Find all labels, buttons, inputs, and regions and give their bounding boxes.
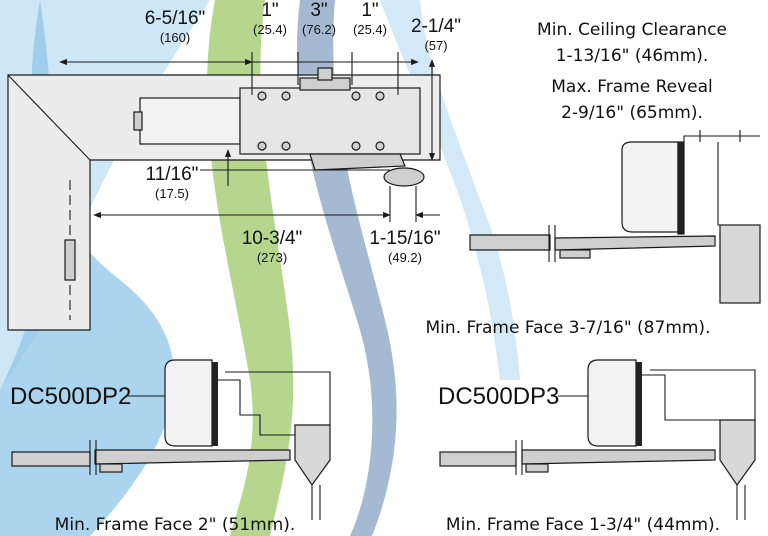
dim-1-15-16: 1-15/16" [369, 228, 440, 249]
dim-2-1-4: 2-1/4" [411, 16, 461, 37]
dim-10-3-4-mm: (273) [257, 250, 287, 265]
frame-reveal-value: 2-9/16" (65mm). [561, 103, 703, 123]
dim-6-5-16-mm: (160) [160, 30, 190, 45]
dim-3: 3" [310, 0, 327, 21]
frame-reveal-label: Max. Frame Reveal [551, 77, 713, 97]
dp3-section-view: DC500DP3 Min. Frame Face 1-3/4" (44mm). [438, 359, 756, 535]
dp3-closer-cover [587, 359, 637, 447]
dim-11-16-mm: (17.5) [155, 186, 189, 201]
dim-11-16: 11/16" [146, 164, 199, 185]
frame-face-dp2-label: Min. Frame Face 2" (51mm). [55, 515, 296, 535]
dp2-closer-cover [164, 359, 213, 447]
top-section-view: 6-5/16" (160) 1" (25.4) 3" (76.2) 1" (25… [7, 0, 461, 331]
dim-1-left: 1" [261, 0, 278, 21]
closer-cylinder [139, 97, 241, 145]
closer-cover [621, 141, 679, 233]
dim-3-mm: (76.2) [302, 22, 336, 37]
dim-6-5-16: 6-5/16" [145, 8, 206, 29]
right-section-view: Min. Ceiling Clearance 1-13/16" (46mm). … [426, 20, 761, 338]
dim-1-left-mm: (25.4) [253, 22, 287, 37]
dim-1-right-mm: (25.4) [353, 22, 387, 37]
dim-10-3-4: 10-3/4" [242, 228, 303, 249]
dp2-model-label: DC500DP2 [10, 383, 131, 410]
dp2-section-view: DC500DP2 Min. Frame Face 2" (51mm). [10, 359, 331, 535]
frame-face-dp3-label: Min. Frame Face 1-3/4" (44mm). [446, 515, 720, 535]
arm-pivot [383, 167, 425, 187]
closer-body [239, 87, 421, 155]
dim-1-right: 1" [361, 0, 378, 21]
dim-1-15-16-mm: (49.2) [388, 250, 422, 265]
ceiling-clearance-label: Min. Ceiling Clearance [537, 20, 727, 40]
ceiling-clearance-value: 1-13/16" (46mm). [556, 46, 709, 66]
dp3-model-label: DC500DP3 [438, 383, 559, 410]
dimension-lines [59, 52, 440, 222]
mounting-screws [257, 91, 385, 151]
frame-face-right-label: Min. Frame Face 3-7/16" (87mm). [426, 318, 711, 338]
dim-2-1-4-mm: (57) [424, 38, 447, 53]
